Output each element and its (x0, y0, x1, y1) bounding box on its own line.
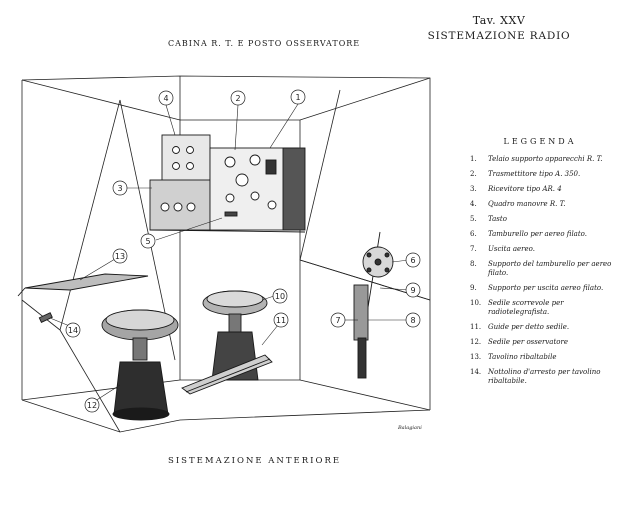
callout-14: 14 (65, 322, 81, 338)
plate-reference: Tav. XXV SISTEMAZIONE RADIO (424, 14, 574, 42)
svg-text:1: 1 (295, 93, 300, 102)
legend-item: 7.Uscita aereo. (470, 245, 535, 253)
legend-item: 14.Nottolino d'arresto per tavolino riba… (470, 368, 601, 385)
callout-3: 3 (112, 180, 128, 196)
legend-item: 11.Guide per detto sedile. (470, 323, 570, 331)
svg-text:4: 4 (163, 94, 168, 103)
svg-text:8: 8 (410, 316, 415, 325)
callout-5: 5 (140, 233, 156, 249)
callout-1: 1 (290, 89, 306, 105)
radio-equipment-rack (149, 134, 306, 233)
callout-12: 12 (84, 397, 100, 413)
legend-item: 10.Sedile scorrevole per radiotelegrafis… (470, 299, 564, 316)
svg-text:13: 13 (115, 252, 125, 261)
svg-text:14: 14 (68, 326, 78, 335)
legend-item: 13.Tavolino ribaltabile (470, 353, 557, 361)
svg-text:3: 3 (117, 184, 122, 193)
svg-text:12: 12 (87, 401, 97, 410)
svg-text:6: 6 (410, 256, 415, 265)
drawing-top-title: CABINA R. T. E POSTO OSSERVATORE (168, 39, 361, 48)
legend-item: 8.Supporto del tamburello per aereo fila… (470, 260, 612, 277)
legend-item: 6.Tamburello per aereo filato. (470, 230, 587, 238)
callout-2: 2 (230, 90, 246, 106)
legend-item: 5.Tasto (470, 215, 507, 223)
legend-item: 4.Quadro manovre R. T. (470, 200, 566, 208)
plate-number: Tav. XXV (472, 14, 526, 27)
callout-11: 11 (273, 312, 289, 328)
legend-item: 3.Ricevitore tipo AR. 4 (470, 185, 562, 193)
legend-item: 2.Trasmettitore tipo A. 350. (470, 170, 581, 178)
svg-text:11: 11 (276, 316, 286, 325)
callout-6: 6 (405, 252, 421, 268)
svg-text:7: 7 (335, 316, 340, 325)
folding-table (17, 273, 149, 323)
drawing-bottom-title: SISTEMAZIONE ANTERIORE (168, 456, 342, 466)
legend-title: LEGGENDA (503, 137, 577, 146)
callout-8: 8 (405, 312, 421, 328)
callout-13: 13 (112, 248, 128, 264)
callout-4: 4 (158, 90, 174, 106)
legend-item: 12.Sedile per osservatore (470, 338, 568, 346)
legend-item: 9.Supporto per uscita aereo filato. (470, 284, 604, 292)
callout-7: 7 (330, 312, 346, 328)
svg-text:2: 2 (235, 94, 240, 103)
observer-seat (101, 309, 179, 421)
callout-10: 10 (272, 288, 288, 304)
callout-9: 9 (405, 282, 421, 298)
legend-list: 1.Telaio supporto apparecchi R. T. 2.Tra… (470, 155, 620, 386)
sliding-seat (181, 290, 273, 395)
plate-title: SISTEMAZIONE RADIO (427, 30, 571, 42)
legend-item: 1.Telaio supporto apparecchi R. T. (470, 155, 603, 163)
svg-text:10: 10 (275, 292, 285, 301)
svg-text:5: 5 (145, 237, 150, 246)
svg-text:9: 9 (410, 286, 415, 295)
callouts: 1 2 3 4 5 6 7 8 9 10 11 12 13 14 (65, 89, 421, 413)
aerial-drum-assembly (353, 231, 394, 379)
artist-signature: Balagiani (398, 425, 422, 431)
legend: LEGGENDA 1.Telaio supporto apparecchi R.… (470, 137, 620, 392)
